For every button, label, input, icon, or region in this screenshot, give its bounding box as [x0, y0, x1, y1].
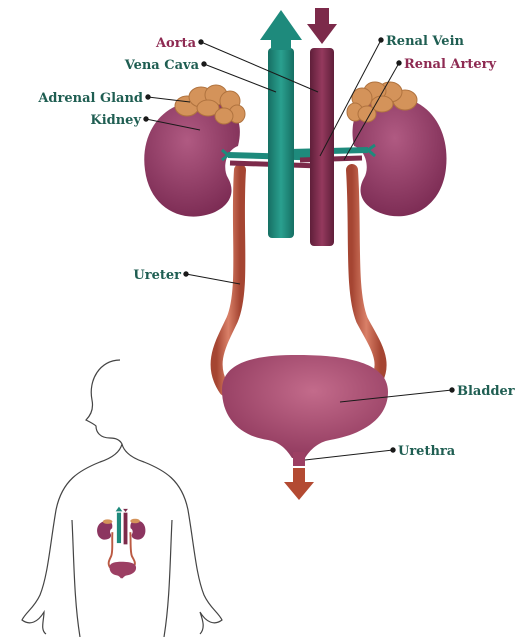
- aorta-arrow-down: [307, 24, 337, 44]
- body-outline: [22, 360, 222, 634]
- label-kidney: Kidney: [90, 113, 141, 128]
- aorta: [310, 48, 334, 246]
- aorta-arrow-stem: [315, 8, 329, 26]
- urine-arrow-down: [284, 482, 314, 500]
- body-silhouette-inset: [22, 360, 222, 637]
- label-aorta: Aorta: [155, 36, 197, 51]
- vena-cava-arrow-stem: [271, 38, 291, 50]
- urine-arrow-stem: [293, 468, 305, 482]
- label-renal-artery: Renal Artery: [404, 57, 496, 72]
- label-adrenal-gland: Adrenal Gland: [37, 91, 143, 106]
- bladder: [222, 355, 388, 458]
- label-bladder: Bladder: [457, 384, 515, 399]
- label-vena-cava: Vena Cava: [124, 58, 200, 73]
- urethra: [293, 452, 305, 466]
- label-urethra: Urethra: [398, 444, 456, 459]
- label-ureter: Ureter: [133, 268, 181, 283]
- label-renal-vein: Renal Vein: [386, 34, 465, 49]
- mini-urinary-diagram: [97, 507, 145, 579]
- vena-cava-arrow-up: [260, 10, 302, 40]
